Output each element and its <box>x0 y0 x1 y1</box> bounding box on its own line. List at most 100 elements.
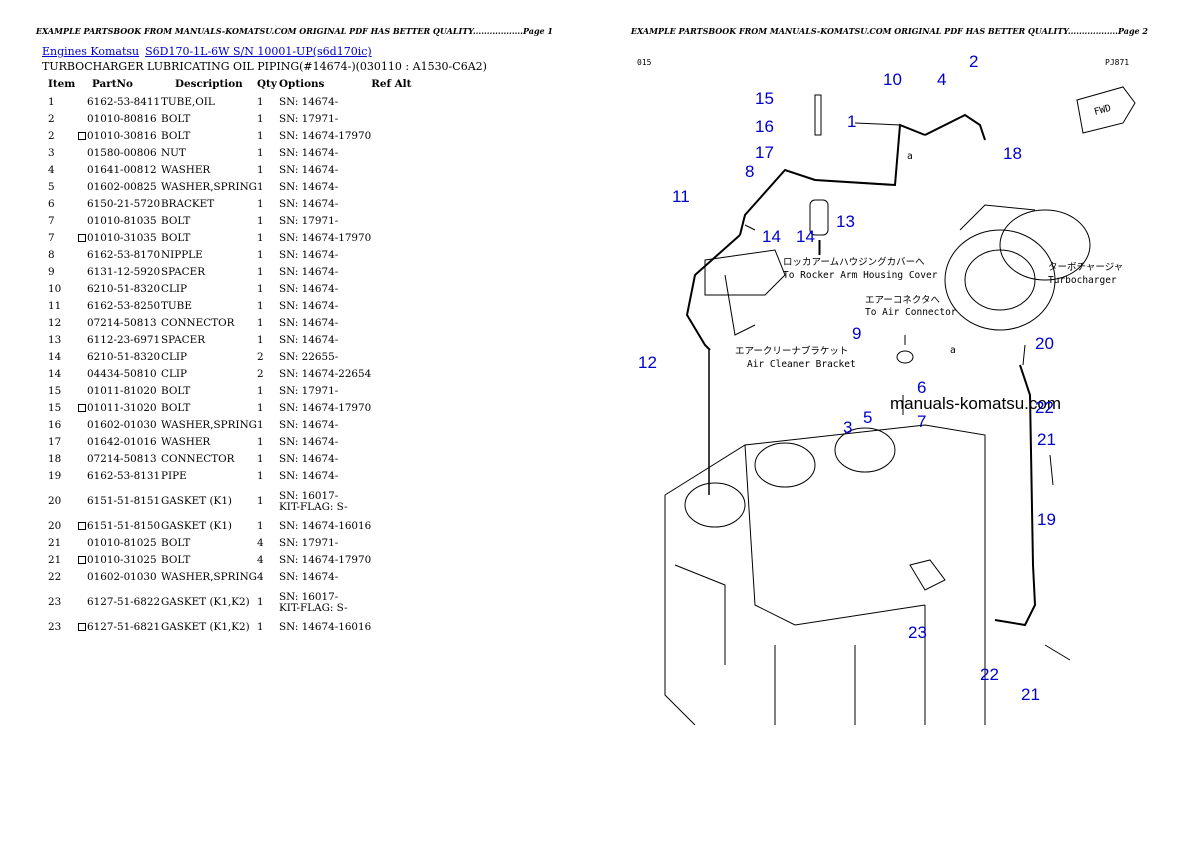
callout-5: 5 <box>863 408 872 427</box>
options-line: SN: 16017- <box>279 590 339 603</box>
page-header-right: EXAMPLE PARTSBOOK FROM MANUALS-KOMATSU.C… <box>630 26 1148 36</box>
cell-qty: 1 <box>257 96 264 108</box>
cell-partno: 6210-51-8320 <box>78 349 161 366</box>
cell-options: SN: 14674- <box>279 196 371 213</box>
breadcrumb-link-model[interactable]: S6D170-1L-6W S/N 10001-UP(s6d170ic) <box>145 45 372 58</box>
partno-text: 01010-80816 <box>87 113 157 125</box>
cell-options: SN: 14674- <box>279 569 371 586</box>
cell-partno: 01010-30816 <box>78 128 161 145</box>
cell-partno: 6150-21-5720 <box>78 196 161 213</box>
options-line: SN: 17971- <box>279 385 339 397</box>
cell-partno: 01010-31035 <box>78 230 161 247</box>
partno-text: 01602-00825 <box>87 181 157 193</box>
cell-ref-alt <box>371 619 431 636</box>
parts-diagram: 015 PJ871 FWD ロッカアームハウジングカバーへ To Rocker … <box>637 52 1136 725</box>
cell-partno: 6131-12-5920 <box>78 264 161 281</box>
cell-options: SN: 14674-17970 <box>279 230 371 247</box>
cell-item: 23 <box>48 596 62 608</box>
options-line: SN: 17971- <box>279 215 339 227</box>
cell-ref-alt <box>371 281 431 298</box>
partno-text: 07214-50813 <box>87 453 157 465</box>
alternate-part-checkbox-icon <box>78 522 86 530</box>
cell-description: BRACKET <box>161 198 215 210</box>
column-header-partno: PartNo <box>92 78 133 90</box>
cell-ref-alt <box>371 111 431 128</box>
cell-ref-alt <box>371 383 431 400</box>
cell-partno: 01010-80816 <box>78 111 161 128</box>
cell-description: SPACER <box>161 266 206 278</box>
cell-ref-alt <box>371 518 431 535</box>
options-line: SN: 14674- <box>279 96 339 108</box>
cell-qty: 1 <box>257 249 264 261</box>
cell-qty: 1 <box>257 495 264 507</box>
cell-partno: 6210-51-8320 <box>78 281 161 298</box>
cell-options: SN: 17971- <box>279 111 371 128</box>
cell-options: SN: 14674- <box>279 94 371 111</box>
cell-options: SN: 14674- <box>279 332 371 349</box>
options-line: SN: 14674- <box>279 436 339 448</box>
partno-text: 6151-51-8150 <box>87 520 161 532</box>
cell-description: WASHER,SPRING <box>161 181 257 193</box>
cell-description: BOLT <box>161 232 191 244</box>
cell-description: CONNECTOR <box>161 453 235 465</box>
diagram-corner-code-left: 015 <box>637 58 652 67</box>
cell-options: SN: 17971- <box>279 535 371 552</box>
cell-ref-alt <box>371 586 431 619</box>
options-line: SN: 14674- <box>279 198 339 210</box>
partno-text: 6162-53-8131 <box>87 470 161 482</box>
options-line: SN: 22655- <box>279 351 339 363</box>
cell-options: SN: 14674- <box>279 315 371 332</box>
cell-item: 20 <box>48 520 62 532</box>
cell-qty: 1 <box>257 385 264 397</box>
callout-7: 7 <box>917 412 926 431</box>
cell-options: SN: 14674- <box>279 434 371 451</box>
cell-item: 23 <box>48 621 62 633</box>
options-line: SN: 14674-16016 <box>279 520 372 532</box>
breadcrumb-link-engines[interactable]: Engines Komatsu <box>42 45 140 58</box>
cell-qty: 4 <box>257 571 264 583</box>
callout-22: 22 <box>980 665 999 684</box>
callout-22: 22 <box>1035 398 1054 417</box>
cell-options: SN: 14674-16016 <box>279 619 371 636</box>
cell-item: 6 <box>48 198 55 210</box>
alternate-part-checkbox-icon <box>78 556 86 564</box>
cell-partno: 01580-00806 <box>78 145 161 162</box>
partno-text: 01010-31025 <box>87 554 157 566</box>
cell-qty: 1 <box>257 453 264 465</box>
partno-text: 6162-53-8170 <box>87 249 161 261</box>
cell-description: TUBE <box>161 300 192 312</box>
cell-partno: 6162-53-8411 <box>78 94 161 111</box>
callout-2: 2 <box>969 52 978 71</box>
cell-description: SPACER <box>161 334 206 346</box>
cell-partno: 01011-31020 <box>78 400 161 417</box>
cell-options: SN: 22655- <box>279 349 371 366</box>
partno-text: 01011-31020 <box>87 402 157 414</box>
partno-text: 01642-01016 <box>87 436 157 448</box>
cell-description: GASKET (K1,K2) <box>161 596 250 608</box>
cell-ref-alt <box>371 162 431 179</box>
cell-description: BOLT <box>161 113 191 125</box>
cell-qty: 1 <box>257 520 264 532</box>
cell-qty: 1 <box>257 147 264 159</box>
cell-options: SN: 14674- <box>279 298 371 315</box>
column-header-item: Item <box>48 78 76 90</box>
cell-ref-alt <box>371 247 431 264</box>
cell-options: SN: 14674- <box>279 468 371 485</box>
cell-ref-alt <box>371 315 431 332</box>
callout-6: 6 <box>917 378 926 397</box>
options-line: SN: 14674-17970 <box>279 130 372 142</box>
cell-options: SN: 14674- <box>279 417 371 434</box>
cell-qty: 1 <box>257 283 264 295</box>
cell-ref-alt <box>371 298 431 315</box>
cell-options: SN: 14674-16016 <box>279 518 371 535</box>
cell-ref-alt <box>371 196 431 213</box>
